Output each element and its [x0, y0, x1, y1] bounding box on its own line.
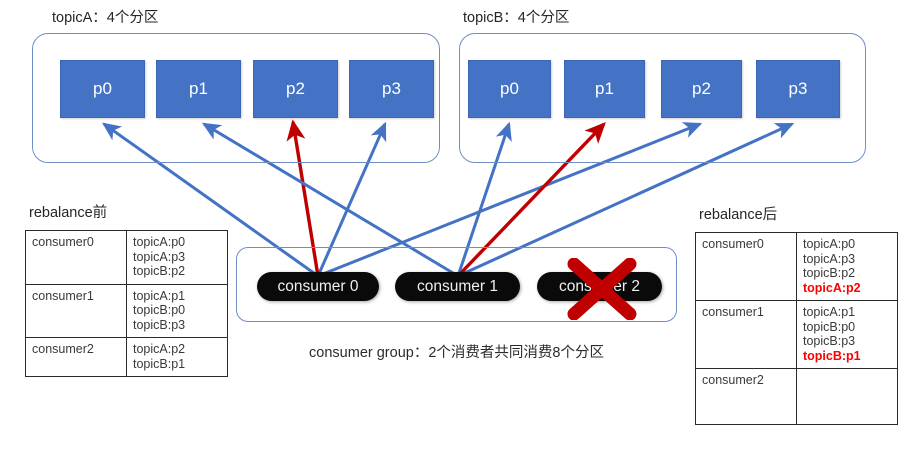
after-row-0-assignments: topicA:p0 topicA:p3 topicB:p2 topicA:p2: [796, 232, 898, 301]
topicA-partition-p3-label: p3: [382, 79, 401, 98]
assignment-entry: topicB:p2: [803, 266, 856, 280]
after-row-1-consumer: consumer1: [695, 300, 797, 369]
before-row-2-assignments: topicA:p2 topicB:p1: [126, 337, 228, 377]
assignment-entry-new: topicA:p2: [803, 280, 861, 295]
topicA-partition-p0-label: p0: [93, 79, 112, 98]
before-row-1-consumer: consumer1: [25, 283, 127, 338]
table-row: consumer0 topicA:p0 topicA:p3 topicB:p2: [25, 230, 228, 285]
topicA-partition-p1-label: p1: [189, 79, 208, 98]
topicA-partition-p3[interactable]: p3: [349, 60, 434, 118]
topicB-partition-p3[interactable]: p3: [756, 60, 840, 118]
after-row-0-consumer: consumer0: [695, 232, 797, 301]
assignment-entry: topicB:p3: [803, 334, 856, 348]
topicB-container: [459, 33, 866, 163]
red-x-icon: [567, 258, 637, 320]
topicA-partition-p2[interactable]: p2: [253, 60, 338, 118]
assignment-entry: topicB:p0: [133, 303, 186, 317]
after-row-2-consumer: consumer2: [695, 368, 797, 425]
topicB-partition-p0-label: p0: [500, 79, 519, 98]
assignment-entry: topicB:p1: [133, 356, 186, 371]
topicB-partition-p1-label: p1: [595, 79, 614, 98]
consumer-1-label: consumer 1: [417, 277, 498, 295]
assignment-entry: topicA:p1: [803, 305, 856, 319]
topicA-container: [32, 33, 440, 163]
topicB-partition-p3-label: p3: [788, 79, 808, 98]
table-row: consumer1 topicA:p1 topicB:p0 topicB:p3 …: [695, 300, 898, 369]
before-table: consumer0 topicA:p0 topicA:p3 topicB:p2 …: [25, 230, 228, 377]
before-row-1-assignments: topicA:p1 topicB:p0 topicB:p3: [126, 283, 228, 338]
after-table-title: rebalance后: [699, 207, 778, 223]
topicA-partition-p0[interactable]: p0: [60, 60, 145, 118]
consumer-1-pill[interactable]: consumer 1: [395, 272, 520, 301]
assignment-entry: topicA:p0: [803, 237, 856, 251]
assignment-entry: topicB:p0: [803, 319, 856, 334]
table-row: consumer1 topicA:p1 topicB:p0 topicB:p3: [25, 283, 228, 338]
consumer-0-label: consumer 0: [277, 277, 359, 295]
topicA-partition-p2-label: p2: [286, 79, 305, 98]
after-row-1-assignments: topicA:p1 topicB:p0 topicB:p3 topicB:p1: [796, 300, 898, 369]
consumer-group-container: [236, 247, 677, 322]
consumer-group-caption: consumer group：2个消费者共同消费8个分区: [309, 345, 604, 361]
assignment-entry: topicB:p2: [133, 264, 186, 278]
topicA-partition-p1[interactable]: p1: [156, 60, 241, 118]
table-row: consumer2 topicA:p2 topicB:p1: [25, 337, 228, 377]
after-table: consumer0 topicA:p0 topicA:p3 topicB:p2 …: [695, 232, 898, 425]
topicB-partition-p0[interactable]: p0: [468, 60, 551, 118]
topicA-title: topicA：4个分区: [52, 10, 159, 26]
assignment-entry: topicA:p3: [133, 249, 186, 264]
table-row: consumer2: [695, 368, 898, 425]
after-row-2-assignments: [796, 368, 898, 425]
topicB-partition-p2-label: p2: [692, 79, 711, 98]
assignment-entry-new: topicB:p1: [803, 348, 861, 363]
table-row: consumer0 topicA:p0 topicA:p3 topicB:p2 …: [695, 232, 898, 301]
assignment-entry: topicB:p3: [133, 317, 186, 332]
topicB-partition-p1[interactable]: p1: [564, 60, 645, 118]
before-row-0-consumer: consumer0: [25, 230, 127, 285]
assignment-entry: topicA:p0: [133, 235, 186, 249]
topicB-title: topicB：4个分区: [463, 10, 570, 26]
topicB-partition-p2[interactable]: p2: [661, 60, 742, 118]
before-table-title: rebalance前: [29, 205, 108, 221]
before-row-2-consumer: consumer2: [25, 337, 127, 377]
assignment-entry: topicA:p1: [133, 288, 186, 303]
assignment-entry: topicA:p3: [803, 251, 856, 266]
assignment-entry: topicA:p2: [133, 342, 186, 356]
before-row-0-assignments: topicA:p0 topicA:p3 topicB:p2: [126, 230, 228, 285]
consumer-0-pill[interactable]: consumer 0: [257, 272, 379, 301]
